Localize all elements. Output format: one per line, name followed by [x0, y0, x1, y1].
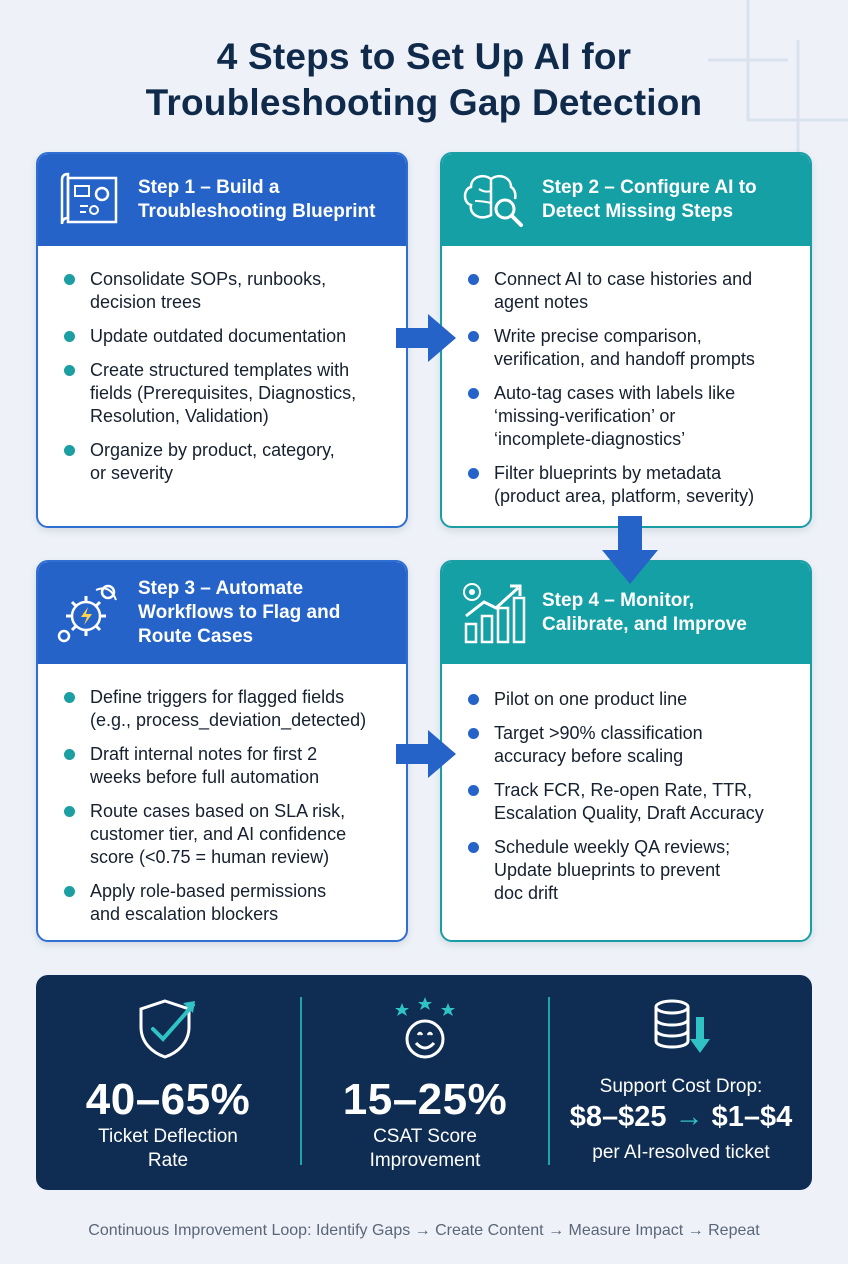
- step-4-card: Step 4 – Monitor,Calibrate, and Improve …: [440, 560, 812, 942]
- smiley-stars-icon: [302, 997, 548, 1061]
- database-down-icon: [550, 997, 812, 1061]
- flow-arrow-right-2: [396, 730, 456, 778]
- step-1-list: Consolidate SOPs, runbooks,decision tree…: [38, 246, 406, 485]
- stat-value: 40–65%: [85, 1075, 251, 1124]
- step-3-list: Define triggers for flagged fields(e.g.,…: [38, 664, 406, 926]
- brain-search-icon: [458, 170, 528, 230]
- list-item: Consolidate SOPs, runbooks,decision tree…: [64, 268, 388, 314]
- flow-arrow-down: [602, 516, 658, 584]
- list-item: Auto-tag cases with labels like‘missing-…: [468, 382, 792, 451]
- shield-check-icon: [36, 997, 300, 1061]
- list-item: Update outdated documentation: [64, 325, 388, 348]
- stat-cost-range: $8–$25 → $1–$4: [569, 1101, 793, 1133]
- list-item: Track FCR, Re-open Rate, TTR,Escalation …: [468, 779, 792, 825]
- step-4-title: Step 4 – Monitor,Calibrate, and Improve: [542, 590, 747, 635]
- step-4-list: Pilot on one product line Target >90% cl…: [442, 664, 810, 905]
- footer-note: Continuous Improvement Loop: Identify Ga…: [88, 1222, 760, 1239]
- list-item: Define triggers for flagged fields(e.g.,…: [64, 686, 388, 732]
- stat-label-top: Support Cost Drop:: [599, 1076, 763, 1097]
- stat-divider: [300, 997, 302, 1165]
- stat-support-cost: Support Cost Drop: $8–$25 → $1–$4 per AI…: [550, 975, 812, 1190]
- list-item: Route cases based on SLA risk,customer t…: [64, 800, 388, 869]
- step-4-header: Step 4 – Monitor,Calibrate, and Improve: [442, 562, 810, 664]
- list-item: Write precise comparison,verification, a…: [468, 325, 792, 371]
- list-item: Organize by product, category,or severit…: [64, 439, 388, 485]
- stat-label: per AI-resolved ticket: [592, 1142, 770, 1163]
- growth-chart-icon: [458, 583, 528, 644]
- stat-divider: [548, 997, 550, 1165]
- list-item: Pilot on one product line: [468, 688, 792, 711]
- flow-arrow-right-1: [396, 314, 456, 362]
- gear-workflow-icon: [54, 583, 124, 643]
- stat-value: 15–25%: [342, 1075, 508, 1124]
- list-item: Filter blueprints by metadata(product ar…: [468, 462, 792, 508]
- list-item: Schedule weekly QA reviews;Update bluepr…: [468, 836, 792, 905]
- blueprint-icon: [54, 170, 124, 230]
